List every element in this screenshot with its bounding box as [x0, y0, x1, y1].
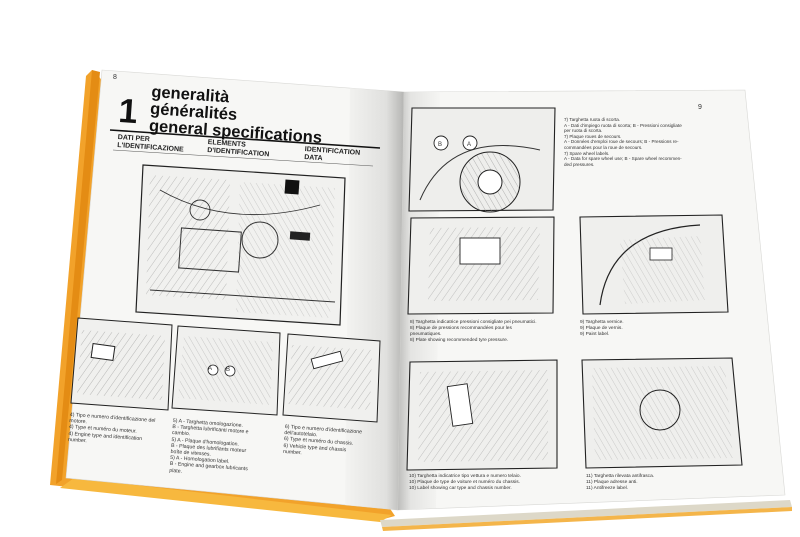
caption-5: 5) A - Targhetta omologazione. B - Targh…	[169, 418, 251, 479]
figure-label-a-right: A	[467, 142, 472, 148]
caption-9: 9) Targhetta vernice. 9) Plaque de verni…	[580, 320, 624, 338]
caption-line: 11) Plaque adresse anti.	[586, 480, 638, 485]
caption-line: 8) Plaque de pressions recommandées pour…	[410, 326, 512, 331]
caption-11: 11) Targhetta rilevata antifrasca. 11) P…	[586, 474, 654, 492]
figure-8	[407, 216, 555, 315]
caption-4: 4) Tipo e numero d'identificazione del m…	[68, 412, 156, 449]
caption-line: A - Données d'emploi roue de secours; B …	[564, 139, 679, 145]
caption-6: 6) Tipo e numero d'identificazione dell'…	[283, 424, 362, 460]
left-page-number: 8	[113, 74, 117, 81]
caption-line: 7) Plaque roues de secours.	[564, 133, 622, 139]
figure-label-b: B	[226, 367, 231, 373]
caption-line: A - Dati d'impiego ruota di scorta; B - …	[564, 122, 682, 128]
caption-line: 10) Plaque de type de voiture et numéro …	[409, 480, 520, 485]
figure-6	[282, 333, 381, 423]
caption-line: 9) Paint label.	[580, 332, 610, 337]
figure-label-a: A	[208, 366, 213, 372]
figure-11	[581, 357, 743, 469]
caption-line: 10) Targhetta indicatrice tipo vettura e…	[409, 474, 521, 479]
figure-5	[171, 325, 281, 416]
caption-line: 8) Targhetta indicatrice pressioni consi…	[410, 320, 537, 325]
chapter-number: 1	[117, 92, 139, 132]
caption-line: 11) Targhetta rilevata antifrasca.	[586, 474, 655, 479]
caption-line: 7) Spare wheel labels.	[564, 150, 610, 156]
figure-10	[406, 359, 558, 471]
caption-line: 8) Plate showing recommended tyre pressu…	[410, 338, 509, 343]
caption-8: 8) Targhetta indicatrice pressioni consi…	[410, 320, 537, 344]
caption-line: 9) Plaque de vernis.	[580, 326, 623, 331]
caption-10: 10) Targhetta indicatrice tipo vettura e…	[409, 474, 521, 492]
header-rule	[109, 129, 381, 149]
page-edges	[380, 500, 792, 527]
caption-7: 7) Targhetta ruota di scorta. A - Dati d…	[564, 117, 682, 167]
caption-line: commandées pour la roue de secours.	[564, 144, 643, 150]
caption-line: 9) Targhetta vernice.	[580, 320, 624, 325]
caption-line: 7) Targhetta ruota di scorta.	[564, 117, 621, 122]
figure-label-b-right: B	[438, 142, 443, 148]
engine-bay-figure	[135, 164, 346, 326]
caption-line: per ruota di scorta.	[564, 128, 603, 134]
figure-7-spare-wheel	[408, 107, 556, 213]
caption-line: pneumatiques.	[410, 332, 442, 337]
caption-line: A - Data for spare wheel use; B - Spare …	[564, 156, 682, 162]
figure-9	[579, 214, 729, 315]
figure-4	[70, 317, 173, 411]
caption-line: 10) Label showing car type and chassis n…	[409, 486, 512, 491]
caption-line: ded pressures.	[564, 161, 595, 167]
right-page-number: 9	[698, 104, 702, 111]
caption-line: 11) Antifreeze label.	[586, 486, 629, 491]
